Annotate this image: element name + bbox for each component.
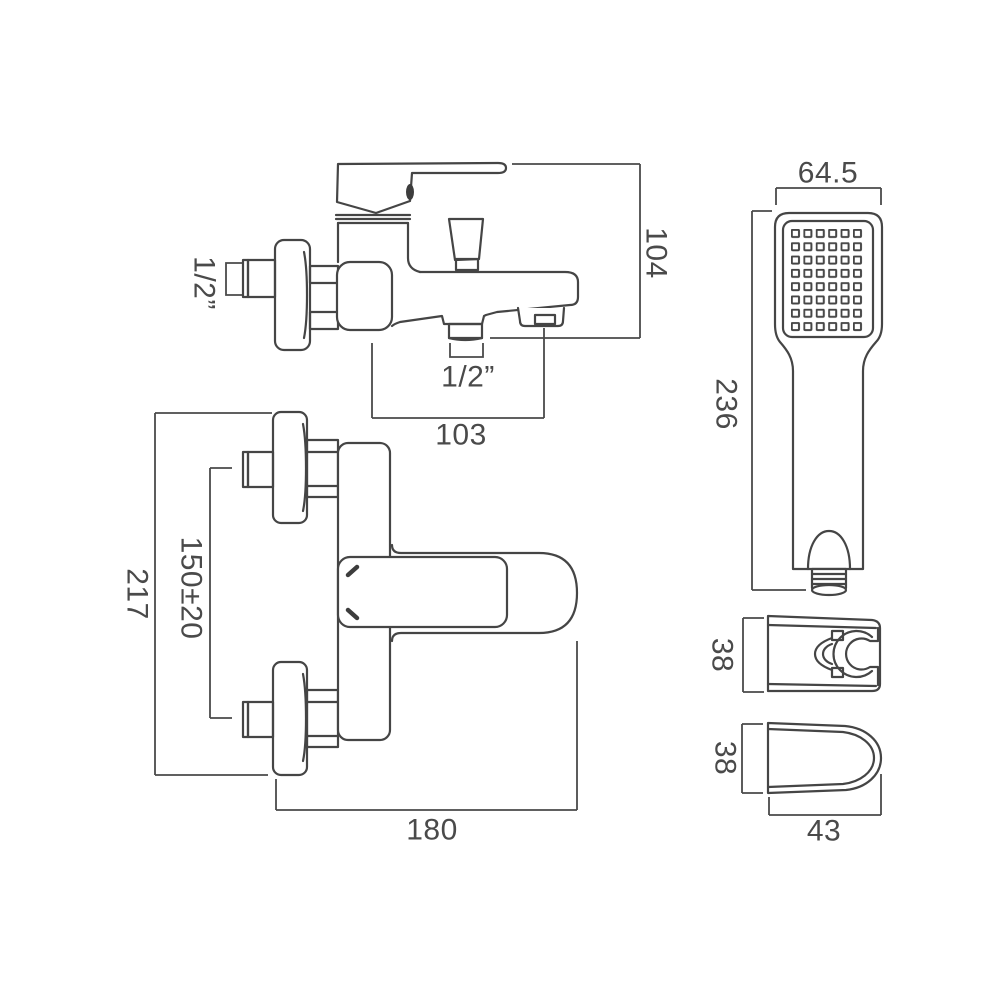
top-nut-lines [305, 450, 340, 488]
threaded-inlet-side [246, 258, 277, 299]
view-mixer-front: 217 150±20 180 [121, 410, 579, 847]
dim-bracket-inlet-thread [225, 262, 242, 296]
dim-line-38-side [742, 617, 764, 693]
view-bracket-side: 38 [706, 614, 882, 693]
dim-line-150 [209, 467, 232, 719]
grip-mark-top [345, 564, 360, 578]
bottom-flange-front [271, 660, 309, 777]
clamp-inner-ring [845, 626, 880, 687]
handle-cone [806, 529, 852, 571]
dim-label-38-plan: 38 [709, 741, 742, 775]
clamp-tab-top [830, 629, 845, 642]
nozzle-grid [790, 228, 863, 333]
dim-line-180 [275, 641, 578, 811]
clamp-outer-ring [832, 629, 874, 679]
dim-label-236: 236 [710, 378, 743, 430]
dim-label-103: 103 [435, 419, 487, 452]
dim-bracket-outlet-thread [449, 343, 484, 358]
handle-pivot [406, 184, 414, 200]
lever-handle-front [390, 543, 579, 643]
valve-body [335, 260, 394, 332]
spout-body [390, 270, 580, 328]
dim-label-217: 217 [121, 568, 154, 620]
cartridge-neck [336, 221, 422, 274]
outlet-thread-end [447, 336, 484, 342]
dim-label-180: 180 [406, 814, 458, 847]
hose-outlet-thread [447, 322, 484, 340]
dim-line-103 [371, 328, 545, 419]
view-handset: 64.5 236 [710, 157, 884, 597]
dim-line-217 [154, 412, 272, 776]
connector-end [810, 583, 848, 597]
clamp-bump [813, 636, 834, 672]
spout-end-clip [516, 306, 566, 328]
spout-end-notch [533, 313, 557, 326]
bracket-plan-outline [766, 721, 883, 795]
handle-collar [334, 213, 412, 225]
dim-label-inlet-thread: 1/2” [188, 256, 221, 310]
dim-line-64-5 [775, 187, 882, 205]
diverter-base [454, 257, 480, 272]
view-bracket-plan: 38 43 [709, 721, 883, 848]
flange-curve [302, 250, 309, 340]
top-threaded-inlet [246, 450, 275, 489]
dim-line-104 [490, 163, 641, 339]
dim-label-43: 43 [807, 815, 841, 848]
bracket-plan-inner [766, 727, 876, 789]
bottom-nut-lines [305, 700, 340, 738]
grip-mark-bottom [345, 607, 360, 621]
dim-line-236 [751, 210, 806, 591]
dim-label-150: 150±20 [175, 537, 208, 640]
dim-label-38-side: 38 [706, 638, 739, 672]
bracket-side-inner-lines [766, 623, 878, 688]
dim-label-64-5: 64.5 [798, 157, 858, 190]
dim-line-38-plan [741, 723, 763, 794]
bottom-threaded-inlet [246, 700, 275, 739]
clamp-tab-bottom [830, 666, 845, 679]
dim-line-43 [768, 774, 882, 816]
lever-handle-side [335, 161, 508, 215]
dim-label-104: 104 [640, 227, 673, 279]
handset-face-plate [781, 219, 875, 339]
view-mixer-side: 1/2” 104 1/2” 103 [188, 161, 673, 452]
lever-grip [336, 555, 509, 629]
dim-label-outlet-thread: 1/2” [441, 361, 495, 394]
top-flange-front [271, 410, 309, 525]
